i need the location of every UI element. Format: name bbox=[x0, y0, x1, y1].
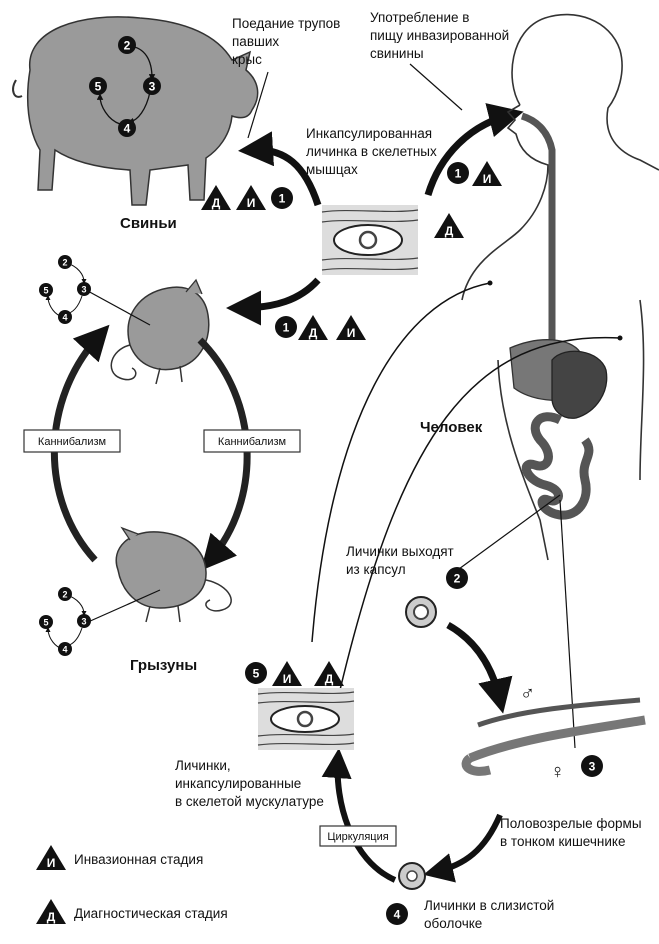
svg-text:в скелетой мускулатуре: в скелетой мускулатуре bbox=[175, 794, 324, 809]
svg-text:5: 5 bbox=[253, 667, 260, 681]
cannibalism-box-left: Каннибализм bbox=[24, 430, 120, 452]
circulation-box: Циркуляция bbox=[320, 826, 396, 846]
svg-text:♂: ♂ bbox=[520, 683, 535, 705]
pigs-label: Свиньи bbox=[120, 215, 177, 232]
rodents-label: Грызуны bbox=[130, 657, 197, 674]
eating-pork-text: Употребление в пищу инвазированной свини… bbox=[370, 10, 509, 110]
svg-text:1: 1 bbox=[455, 167, 462, 181]
svg-text:3: 3 bbox=[589, 760, 596, 774]
arrow-circulation bbox=[338, 760, 395, 880]
svg-text:Д: Д bbox=[47, 910, 56, 924]
svg-text:2: 2 bbox=[62, 258, 67, 268]
rodent-arrow-markers: 1 Д И bbox=[275, 315, 366, 340]
svg-text:Инкапсулированная: Инкапсулированная bbox=[306, 126, 432, 141]
svg-text:Личинки выходят: Личинки выходят bbox=[346, 544, 454, 559]
svg-text:И: И bbox=[347, 326, 356, 340]
legend: И Инвазионная стадия Д Диагностическая с… bbox=[36, 845, 228, 924]
svg-text:в тонком кишечнике: в тонком кишечнике bbox=[500, 834, 625, 849]
human-figure bbox=[462, 15, 659, 560]
svg-text:крыс: крыс bbox=[232, 52, 262, 67]
svg-text:2: 2 bbox=[124, 39, 131, 53]
svg-text:Каннибализм: Каннибализм bbox=[218, 436, 286, 448]
legend-invasive-label: Инвазионная стадия bbox=[74, 852, 203, 867]
svg-text:И: И bbox=[247, 196, 256, 210]
svg-text:Поедание трупов: Поедание трупов bbox=[232, 16, 340, 31]
svg-text:Половозрелые формы: Половозрелые формы bbox=[500, 816, 642, 831]
svg-text:Циркуляция: Циркуляция bbox=[327, 831, 388, 843]
svg-text:5: 5 bbox=[43, 286, 48, 296]
mucosa-larva-icon bbox=[399, 863, 425, 889]
svg-text:И: И bbox=[283, 672, 292, 686]
legend-diagnostic-label: Диагностическая стадия bbox=[74, 906, 228, 921]
svg-text:свинины: свинины bbox=[370, 46, 424, 61]
svg-text:оболочке: оболочке bbox=[424, 916, 482, 931]
capsule-icon bbox=[406, 597, 436, 627]
svg-text:Каннибализм: Каннибализм bbox=[38, 436, 106, 448]
svg-text:мышцах: мышцах bbox=[306, 162, 358, 177]
pig-markers: Д И 1 bbox=[201, 185, 293, 210]
muscle-tissue-top bbox=[322, 205, 418, 275]
svg-text:инкапсулированные: инкапсулированные bbox=[175, 776, 301, 791]
svg-text:5: 5 bbox=[95, 80, 102, 94]
human-label: Человек bbox=[420, 419, 483, 436]
encapsulated-text: Инкапсулированная личинка в скелетных мы… bbox=[306, 126, 437, 177]
rodent-top-figure bbox=[111, 280, 208, 384]
svg-text:пищу инвазированной: пищу инвазированной bbox=[370, 28, 509, 43]
svg-text:4: 4 bbox=[62, 645, 67, 655]
adult-forms-text: Половозрелые формы в тонком кишечнике bbox=[500, 816, 642, 849]
svg-text:личинка в скелетных: личинка в скелетных bbox=[306, 144, 437, 159]
cannibalism-box-right: Каннибализм bbox=[204, 430, 300, 452]
svg-text:3: 3 bbox=[81, 617, 86, 627]
svg-text:И: И bbox=[483, 172, 492, 186]
adult-worms: ♂ ♀ bbox=[466, 683, 645, 783]
svg-text:4: 4 bbox=[62, 313, 67, 323]
svg-text:из капсул: из капсул bbox=[346, 562, 406, 577]
svg-text:Д: Д bbox=[212, 196, 221, 210]
svg-text:И: И bbox=[47, 856, 56, 870]
rodent-bottom-figure bbox=[116, 528, 231, 622]
svg-text:3: 3 bbox=[149, 80, 156, 94]
svg-text:Д: Д bbox=[309, 326, 318, 340]
svg-text:1: 1 bbox=[279, 192, 286, 206]
arrow-to-mucosa bbox=[435, 815, 500, 872]
svg-text:Личинки,: Личинки, bbox=[175, 758, 231, 773]
svg-text:4: 4 bbox=[124, 122, 131, 136]
arrow-to-adult bbox=[448, 625, 500, 700]
svg-text:4: 4 bbox=[394, 908, 401, 922]
human-arrow-markers: 1 И Д bbox=[434, 161, 502, 238]
svg-text:2: 2 bbox=[62, 590, 67, 600]
svg-text:павших: павших bbox=[232, 34, 279, 49]
svg-text:Д: Д bbox=[325, 672, 334, 686]
svg-text:Личинки в слизистой: Личинки в слизистой bbox=[424, 898, 554, 913]
svg-text:Д: Д bbox=[445, 224, 454, 238]
svg-text:Употребление в: Употребление в bbox=[370, 10, 469, 25]
arrow-to-rodent bbox=[240, 280, 318, 308]
larvae-exit-text: Личинки выходят из капсул bbox=[346, 544, 454, 577]
svg-text:1: 1 bbox=[283, 321, 290, 335]
muscle-tissue-bottom bbox=[258, 688, 354, 750]
svg-text:2: 2 bbox=[454, 572, 461, 586]
mucosa-text: Личинки в слизистой оболочке bbox=[424, 898, 554, 931]
svg-text:3: 3 bbox=[81, 285, 86, 295]
muscle-markers: 5 И Д bbox=[245, 661, 344, 686]
svg-text:♀: ♀ bbox=[550, 761, 565, 783]
svg-text:5: 5 bbox=[43, 618, 48, 628]
muscle-larvae-text: Личинки, инкапсулированные в скелетой му… bbox=[175, 758, 324, 809]
